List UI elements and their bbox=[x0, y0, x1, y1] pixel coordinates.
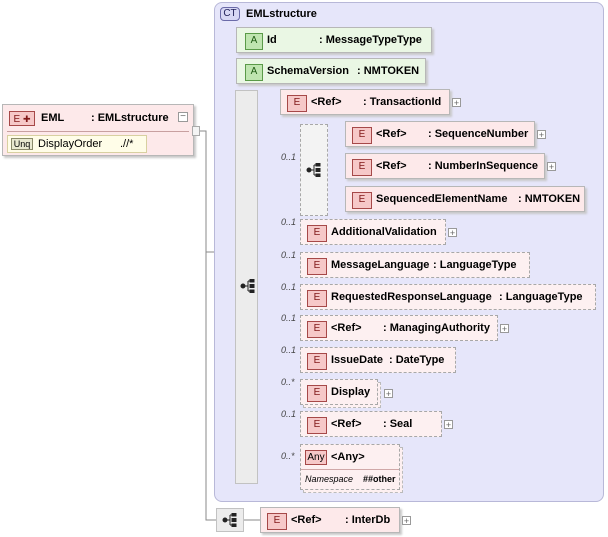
element-badge: E bbox=[307, 225, 327, 242]
any-badge: Any bbox=[305, 450, 327, 465]
sequence-icon bbox=[306, 163, 321, 177]
element-badge: E bbox=[307, 321, 327, 338]
connector-node bbox=[192, 126, 200, 136]
divider bbox=[301, 469, 399, 470]
attribute-type: : MessageTypeType bbox=[319, 34, 422, 46]
ref-label: <Ref> bbox=[376, 160, 407, 172]
element-type: : LanguageType bbox=[433, 259, 517, 271]
element-sequenced-element-name[interactable]: E SequencedElementName : NMTOKEN bbox=[345, 186, 585, 212]
sequence-icon bbox=[222, 513, 237, 527]
element-additional-validation[interactable]: E AdditionalValidation bbox=[300, 219, 446, 245]
element-name: IssueDate bbox=[331, 354, 383, 366]
element-number-in-sequence[interactable]: E <Ref> : NumberInSequence bbox=[345, 153, 545, 179]
element-display[interactable]: E Display bbox=[300, 379, 378, 405]
root-element-name: EML bbox=[41, 112, 65, 124]
element-badge: E bbox=[307, 417, 327, 434]
complex-type-name: EMLstructure bbox=[246, 8, 317, 20]
attribute-name: Id bbox=[267, 34, 277, 46]
expand-button[interactable]: + bbox=[448, 228, 457, 238]
unique-label: DisplayOrder bbox=[38, 138, 103, 150]
namespace-value: ##other bbox=[363, 474, 396, 484]
expand-button[interactable]: + bbox=[452, 98, 461, 108]
collapse-button[interactable]: − bbox=[178, 112, 188, 122]
ref-label: <Ref> bbox=[331, 418, 362, 430]
element-badge: E bbox=[307, 353, 327, 370]
element-seal[interactable]: E <Ref> : Seal bbox=[300, 411, 442, 437]
element-sequence-number[interactable]: E <Ref> : SequenceNumber bbox=[345, 121, 535, 147]
element-name: : InterDb bbox=[345, 514, 391, 526]
expand-button[interactable]: + bbox=[444, 420, 453, 430]
ref-label: <Ref> bbox=[311, 96, 342, 108]
attribute-type: : NMTOKEN bbox=[357, 65, 420, 77]
element-name: : NumberInSequence bbox=[428, 160, 539, 172]
divider bbox=[7, 131, 189, 132]
element-badge: E bbox=[307, 385, 327, 402]
element-badge: E bbox=[352, 159, 372, 176]
multiplicity: 0..* bbox=[281, 451, 295, 461]
expand-button[interactable]: + bbox=[384, 389, 393, 399]
element-name: : Seal bbox=[383, 418, 413, 430]
expand-button[interactable]: + bbox=[402, 516, 411, 526]
element-name: MessageLanguage bbox=[331, 259, 430, 271]
root-element-type: : EMLstructure bbox=[91, 112, 169, 124]
multiplicity: 0..* bbox=[281, 377, 295, 387]
element-requested-response-language[interactable]: E RequestedResponseLanguage : LanguageTy… bbox=[300, 284, 596, 310]
main-sequence-compositor[interactable] bbox=[235, 90, 258, 484]
unique-badge: Unq bbox=[11, 138, 33, 150]
element-badge: E bbox=[307, 290, 327, 307]
element-badge: E ✚ bbox=[9, 111, 35, 126]
unique-constraint[interactable]: Unq DisplayOrder .//* bbox=[7, 135, 147, 153]
root-element-eml[interactable]: E ✚ EML : EMLstructure − Unq DisplayOrde… bbox=[2, 104, 194, 156]
ref-label: <Ref> bbox=[376, 128, 407, 140]
multiplicity: 0..1 bbox=[281, 250, 297, 260]
element-type: : NMTOKEN bbox=[518, 193, 581, 205]
any-name: <Any> bbox=[331, 451, 365, 463]
element-badge: E bbox=[352, 127, 372, 144]
element-name: Display bbox=[331, 386, 371, 398]
element-managing-authority[interactable]: E <Ref> : ManagingAuthority bbox=[300, 315, 498, 341]
element-type: : LanguageType bbox=[499, 291, 583, 303]
multiplicity: 0..1 bbox=[281, 152, 297, 162]
expand-button[interactable]: + bbox=[500, 324, 509, 334]
element-message-language[interactable]: E MessageLanguage : LanguageType bbox=[300, 252, 530, 278]
complex-type-badge: CT bbox=[220, 7, 240, 21]
element-badge: E bbox=[287, 95, 307, 112]
multiplicity: 0..1 bbox=[281, 217, 297, 227]
ref-label: <Ref> bbox=[331, 322, 362, 334]
attribute-name: SchemaVersion bbox=[267, 65, 349, 77]
element-name: : ManagingAuthority bbox=[383, 322, 490, 334]
element-badge: E bbox=[307, 258, 327, 275]
element-type: : DateType bbox=[389, 354, 445, 366]
attribute-schema-version[interactable]: A SchemaVersion : NMTOKEN bbox=[236, 58, 426, 84]
element-transaction-id[interactable]: E <Ref> : TransactionId bbox=[280, 89, 450, 115]
element-name: AdditionalValidation bbox=[331, 226, 437, 238]
expand-button[interactable]: + bbox=[537, 130, 546, 140]
expand-button[interactable]: + bbox=[547, 162, 556, 172]
namespace-label: Namespace bbox=[305, 474, 354, 484]
element-issue-date[interactable]: E IssueDate : DateType bbox=[300, 347, 456, 373]
linked-icon: ✚ bbox=[22, 114, 31, 124]
multiplicity: 0..1 bbox=[281, 282, 297, 292]
element-name: RequestedResponseLanguage bbox=[331, 291, 492, 303]
element-name: SequencedElementName bbox=[376, 193, 508, 205]
multiplicity: 0..1 bbox=[281, 345, 297, 355]
ref-label: <Ref> bbox=[291, 514, 322, 526]
attribute-badge: A bbox=[245, 33, 263, 50]
unique-value: .//* bbox=[120, 138, 134, 150]
sequence-icon bbox=[240, 279, 255, 293]
element-name: : TransactionId bbox=[363, 96, 442, 108]
multiplicity: 0..1 bbox=[281, 313, 297, 323]
element-badge: E bbox=[267, 513, 287, 530]
element-any[interactable]: Any <Any> Namespace ##other bbox=[300, 444, 400, 490]
attribute-badge: A bbox=[245, 64, 263, 81]
element-inter-db[interactable]: E <Ref> : InterDb bbox=[260, 507, 400, 533]
element-name: : SequenceNumber bbox=[428, 128, 529, 140]
multiplicity: 0..1 bbox=[281, 409, 297, 419]
attribute-id[interactable]: A Id : MessageTypeType bbox=[236, 27, 432, 53]
element-badge: E bbox=[352, 192, 372, 209]
